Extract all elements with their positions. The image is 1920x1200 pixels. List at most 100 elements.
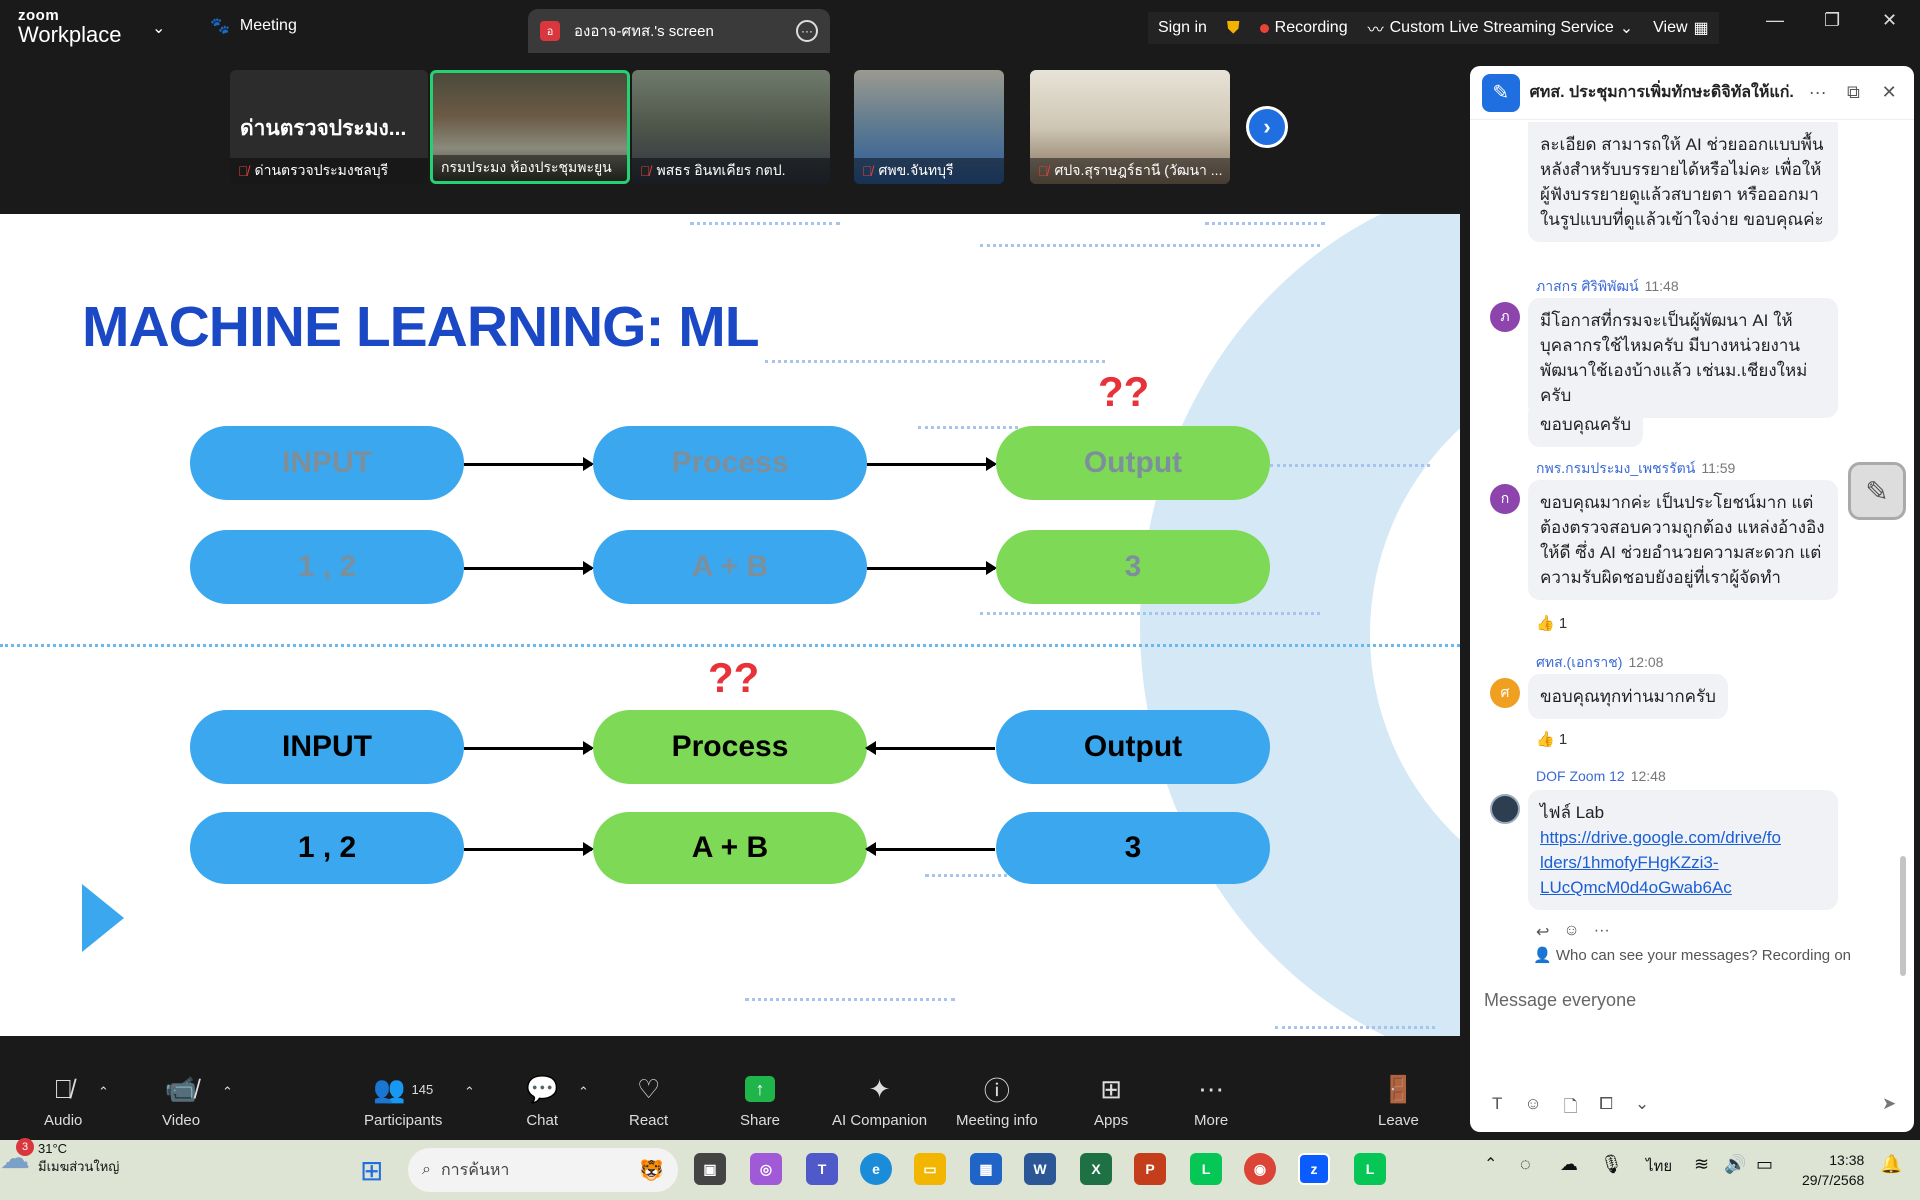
avatar[interactable] bbox=[1490, 794, 1520, 824]
apps-label: Apps bbox=[1094, 1112, 1129, 1129]
volume-icon[interactable]: 🔊 bbox=[1724, 1154, 1747, 1174]
leave-button[interactable]: 🚪Leave bbox=[1378, 1074, 1419, 1130]
floating-pen-icon[interactable]: ✎ bbox=[1848, 462, 1906, 520]
pill-output-value-top: 3 bbox=[996, 530, 1270, 604]
participant-tile-active-speaker[interactable]: กรมประมง ห้องประชุมพะยูน bbox=[430, 70, 630, 184]
file-icon[interactable]: 🗋 bbox=[1563, 1097, 1578, 1116]
excel-icon[interactable]: X bbox=[1080, 1153, 1112, 1185]
more-icon[interactable]: ··· bbox=[1593, 922, 1610, 939]
close-icon[interactable]: ✕ bbox=[1882, 10, 1898, 30]
share-arrow-icon: ↑ bbox=[745, 1076, 776, 1102]
avatar[interactable]: ศ bbox=[1490, 678, 1520, 708]
edge-icon[interactable]: e bbox=[860, 1153, 892, 1185]
video-options-caret[interactable]: ⌃ bbox=[222, 1084, 233, 1099]
more-icon[interactable]: ··· bbox=[1808, 82, 1827, 102]
pill-process-bottom: Process bbox=[593, 710, 867, 784]
copilot-icon[interactable]: ◎ bbox=[750, 1153, 782, 1185]
teams-icon[interactable]: T bbox=[806, 1153, 838, 1185]
chrome-icon[interactable]: ◉ bbox=[1244, 1153, 1276, 1185]
recording-visibility-note[interactable]: 👤 Who can see your messages? Recording o… bbox=[1470, 946, 1914, 964]
recording-dot-icon bbox=[1259, 23, 1269, 33]
weather-widget[interactable]: ☁ 3 31°C มีเมฆส่วนใหญ่ bbox=[0, 1138, 1920, 1176]
more-button[interactable]: ⋯More bbox=[1194, 1074, 1228, 1130]
avatar[interactable]: ก bbox=[1490, 484, 1520, 514]
wifi-icon[interactable]: ≋ bbox=[1694, 1154, 1710, 1174]
text-format-icon[interactable]: T bbox=[1492, 1094, 1503, 1113]
view-button[interactable]: View▦ bbox=[1643, 12, 1719, 44]
reaction-thumbs-up[interactable]: 👍 1 bbox=[1536, 731, 1568, 748]
arrow-right bbox=[867, 457, 997, 471]
close-icon[interactable]: ✕ bbox=[1881, 82, 1897, 102]
task-view-icon[interactable]: ▣ bbox=[694, 1153, 726, 1185]
zoom-logo[interactable]: zoom Workplace bbox=[18, 8, 122, 46]
message-bubble: ไฟล์ Lab https://drive.google.com/drive/… bbox=[1528, 790, 1838, 910]
language-indicator[interactable]: ไทย bbox=[1646, 1158, 1673, 1175]
audio-options-caret[interactable]: ⌃ bbox=[98, 1084, 109, 1099]
system-tray-icon[interactable]: ◌ bbox=[1520, 1154, 1531, 1174]
security-shield-button[interactable]: ⛊ bbox=[1216, 12, 1250, 44]
chevron-down-icon[interactable]: ⌄ bbox=[152, 20, 166, 37]
battery-icon[interactable]: ▭ bbox=[1756, 1154, 1774, 1174]
send-icon[interactable]: ➤ bbox=[1882, 1094, 1897, 1113]
notification-bell-icon[interactable]: 🔔 bbox=[1880, 1154, 1903, 1174]
zoom-app-icon[interactable]: z bbox=[1298, 1153, 1330, 1185]
recording-indicator[interactable]: Recording bbox=[1249, 12, 1358, 44]
meeting-tab[interactable]: 🐾 Meeting bbox=[210, 16, 297, 36]
line-app-icon[interactable]: L bbox=[1354, 1153, 1386, 1185]
message-input[interactable]: Message everyone bbox=[1484, 990, 1637, 1010]
notification-badge: 3 bbox=[16, 1138, 34, 1156]
screen-share-tab[interactable]: อ องอาจ-ศทส.'s screen ··· bbox=[528, 9, 830, 53]
popout-icon[interactable]: ⧉ bbox=[1846, 82, 1860, 102]
chevron-down-icon[interactable]: ⌄ bbox=[1635, 1094, 1650, 1113]
reply-icon[interactable]: ↩ bbox=[1536, 924, 1550, 941]
avatar[interactable]: ภ bbox=[1490, 302, 1520, 332]
add-reaction-icon[interactable]: ☺ bbox=[1563, 922, 1580, 939]
file-explorer-icon[interactable]: ▭ bbox=[914, 1153, 946, 1185]
sign-in-button[interactable]: Sign in bbox=[1148, 12, 1217, 44]
participants-options-caret[interactable]: ⌃ bbox=[464, 1084, 475, 1099]
drive-link[interactable]: https://drive.google.com/drive/fo lders/… bbox=[1540, 828, 1781, 897]
taskbar-clock[interactable]: 13:38 29/7/2568 bbox=[1802, 1150, 1864, 1190]
slide-chevron-decoration bbox=[82, 884, 124, 952]
emoji-icon[interactable]: ☺ bbox=[1524, 1094, 1542, 1113]
edit-icon[interactable]: ✎ bbox=[1482, 73, 1520, 112]
gallery-next-button[interactable]: › bbox=[1246, 106, 1288, 148]
video-label: Video bbox=[162, 1112, 201, 1129]
audio-button[interactable]: 🎙̸Audio bbox=[44, 1074, 82, 1130]
live-streaming-button[interactable]: 〰Custom Live Streaming Service⌄ bbox=[1357, 12, 1644, 44]
chevron-right-icon: › bbox=[1263, 114, 1271, 139]
screenshot-icon[interactable]: ⧠ bbox=[1599, 1094, 1614, 1113]
share-button[interactable]: ↑Share bbox=[740, 1074, 780, 1129]
apps-button[interactable]: ⊞Apps bbox=[1094, 1074, 1129, 1130]
video-button[interactable]: 📹̸Video bbox=[162, 1074, 201, 1130]
restore-icon[interactable]: ❐ bbox=[1824, 10, 1841, 30]
store-icon[interactable]: ▦ bbox=[970, 1153, 1002, 1185]
powerpoint-icon[interactable]: P bbox=[1134, 1153, 1166, 1185]
video-gallery-strip: ด่านตรวจประมง... 🎙̸ด่านตรวจประมงชลบุรี ก… bbox=[0, 56, 1470, 214]
line-icon[interactable]: L bbox=[1190, 1153, 1222, 1185]
react-button[interactable]: ♡React bbox=[629, 1074, 668, 1130]
chat-button[interactable]: 💬Chat bbox=[526, 1074, 558, 1130]
chevron-up-icon[interactable]: ⌃ bbox=[1484, 1156, 1498, 1173]
ai-companion-button[interactable]: ✦AI Companion bbox=[832, 1074, 927, 1130]
search-icon: ⌕ bbox=[422, 1161, 431, 1178]
chat-scrollbar[interactable] bbox=[1900, 856, 1906, 976]
mic-icon[interactable]: 🎙 bbox=[1600, 1154, 1623, 1174]
onedrive-icon[interactable]: ☁ bbox=[1560, 1154, 1578, 1174]
pill-process-top: Process bbox=[593, 426, 867, 500]
reaction-thumbs-up[interactable]: 👍 1 bbox=[1536, 615, 1568, 632]
chat-options-caret[interactable]: ⌃ bbox=[578, 1084, 589, 1099]
participant-tile[interactable]: 🎙̸พสธร อินทเคียร กตป. bbox=[632, 70, 830, 184]
meeting-tab-label: Meeting bbox=[239, 17, 297, 34]
word-icon[interactable]: W bbox=[1024, 1153, 1056, 1185]
minimize-icon[interactable]: — bbox=[1766, 10, 1784, 30]
participant-tile[interactable]: ด่านตรวจประมง... 🎙̸ด่านตรวจประมงชลบุรี bbox=[230, 70, 428, 184]
participant-tile[interactable]: 🎙̸ศพข.จันทบุรี bbox=[854, 70, 1004, 184]
chat-messages: ละเอียด สามารถให้ AI ช่วยออกแบบพื้นหลังส… bbox=[1470, 122, 1914, 948]
windows-start-icon[interactable]: ⊞ bbox=[360, 1155, 384, 1186]
participant-tile[interactable]: 🎙̸ศปจ.สุราษฎร์ธานี (วัฒนา ... bbox=[1030, 70, 1230, 184]
more-options-icon[interactable]: ··· bbox=[796, 20, 818, 42]
taskbar-search[interactable]: ⌕ การค้นหา 🐯 bbox=[408, 1148, 678, 1192]
